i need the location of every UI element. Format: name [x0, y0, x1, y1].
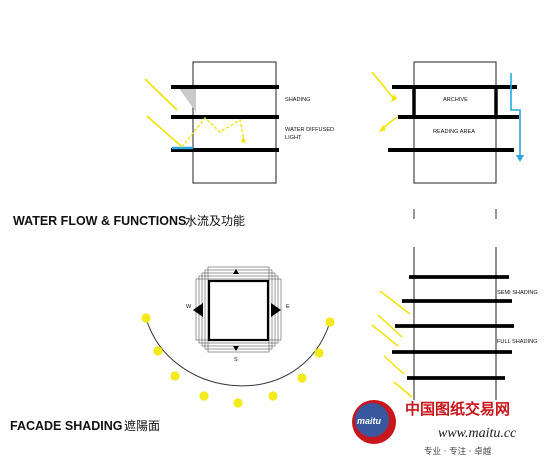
west-arrow — [193, 303, 203, 317]
sun-path-arc — [145, 317, 331, 387]
sun-position-dot — [199, 391, 209, 401]
label-reading-area: READING AREA — [433, 129, 475, 135]
sun-ray — [146, 115, 182, 147]
south-arrow — [233, 346, 239, 351]
sun-ray — [371, 324, 399, 347]
watermark-slogan: 专业 · 专注 · 卓越 — [424, 446, 492, 457]
sun-ray-arrowhead — [391, 94, 397, 102]
water-flow-heading: WATER FLOW & FUNCTIONS 水流及功能 — [13, 214, 245, 228]
facade-section: SEMI SHADING FULL SHADING — [371, 247, 538, 400]
sun-ray — [377, 314, 403, 338]
facade-shading-heading: FACADE SHADING 遮陽面 — [10, 418, 160, 433]
watermark-url: www.maitu.cc — [438, 426, 517, 441]
east-arrow — [271, 303, 281, 317]
north-arrow — [233, 269, 239, 274]
sun-position-dot — [141, 313, 151, 323]
building-outline — [413, 61, 497, 184]
sun-position-dot — [325, 317, 335, 327]
heading-facade-shading: FACADE SHADING — [10, 419, 123, 433]
label-shading: SHADING — [285, 97, 311, 103]
facade-plan: W E S — [141, 266, 335, 408]
sun-position-dot — [314, 348, 324, 358]
label-semi-shading: SEMI SHADING — [497, 290, 538, 296]
heading-water-flow-cn: 水流及功能 — [185, 214, 245, 228]
watermark: maitu 中国图纸交易网 www.maitu.cc 专业 · 专注 · 卓越 — [352, 400, 517, 457]
water-flow-arrowhead — [516, 155, 524, 162]
heading-facade-shading-cn: 遮陽面 — [124, 418, 160, 433]
watermark-site-name: 中国图纸交易网 — [405, 400, 510, 418]
water-flow-path — [510, 73, 521, 155]
sun-position-dot — [153, 346, 163, 356]
water-flow-left-section: SHADING WATER DIFFUSED LIGHT — [144, 61, 334, 184]
label-light: LIGHT — [285, 135, 302, 141]
label-archive: ARCHIVE — [443, 97, 468, 103]
building-outline — [192, 61, 277, 184]
label-south: S — [234, 357, 238, 363]
sun-ray — [371, 71, 395, 100]
reflected-light-arrowhead — [241, 136, 246, 143]
heading-water-flow: WATER FLOW & FUNCTIONS — [13, 214, 186, 228]
sun-ray — [393, 381, 413, 398]
sun-ray — [382, 116, 398, 129]
watermark-logo-text: maitu — [357, 416, 382, 426]
sun-position-dot — [233, 398, 243, 408]
water-flow-right-section: ARCHIVE READING AREA — [371, 61, 524, 184]
watermark-logo-inner — [355, 403, 389, 437]
label-water-diffused: WATER DIFFUSED — [285, 127, 334, 133]
sun-ray — [144, 78, 178, 111]
sun-position-dot — [170, 371, 180, 381]
label-west: W — [186, 304, 192, 310]
reflected-light-path — [181, 116, 245, 148]
label-east: E — [286, 304, 290, 310]
sun-ray-arrowhead — [379, 125, 386, 132]
sun-ray — [379, 290, 411, 315]
sun-ray — [383, 355, 405, 375]
sun-position-dot — [268, 391, 278, 401]
sun-position-dot — [297, 373, 307, 383]
shadow-wedge — [178, 87, 196, 112]
label-full-shading: FULL SHADING — [497, 339, 538, 345]
plan-core — [207, 279, 270, 342]
